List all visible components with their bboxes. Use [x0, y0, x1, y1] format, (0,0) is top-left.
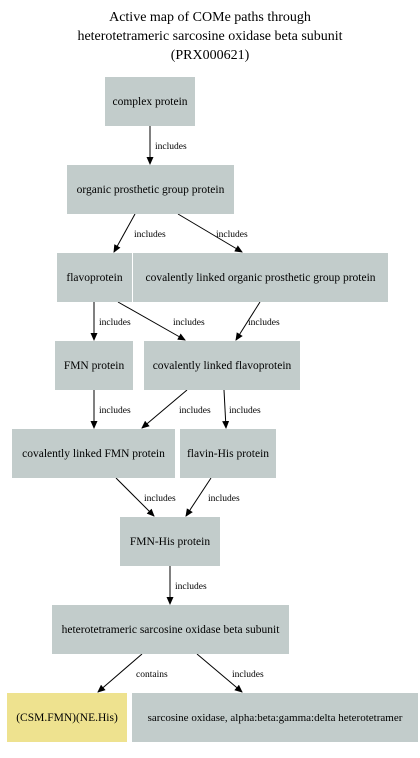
edge-label: contains	[136, 670, 168, 680]
edge-line-organic-to-flavoprotein	[113, 213, 136, 253]
node-heterotetrameric-sarcosine-oxidase-beta-subunit[interactable]: heterotetrameric sarcosine oxidase beta …	[52, 605, 289, 654]
title-line-2: heterotetrameric sarcosine oxidase beta …	[77, 29, 343, 44]
edge-line-flavoprotein-to-cov-flavo	[117, 301, 186, 341]
node-flavoprotein[interactable]: flavoprotein	[57, 253, 132, 302]
node-label: covalently linked organic prosthetic gro…	[145, 271, 376, 284]
edge-line-organic-to-cov-organic	[177, 213, 243, 253]
node-covalently-linked-organic-prosthetic-group-protein[interactable]: covalently linked organic prosthetic gro…	[133, 253, 388, 302]
node-label: FMN protein	[63, 359, 125, 372]
title-line-1: Active map of COMe paths through	[109, 10, 311, 25]
node-label: flavoprotein	[66, 271, 123, 284]
node-csm-fmn-ne-his[interactable]: (CSM.FMN)(NE.His)	[7, 693, 127, 742]
edge-line-cov-flavo-to-cov-fmn	[141, 389, 188, 429]
edge-line-cov-organic-to-cov-flavo	[235, 301, 261, 341]
node-fmn-protein[interactable]: FMN protein	[55, 341, 133, 390]
node-sarcosine-oxidase-heterotetramer[interactable]: sarcosine oxidase, alpha:beta:gamma:delt…	[132, 693, 418, 742]
diagram-title: Active map of COMe paths through heterot…	[0, 8, 420, 65]
node-label: FMN-His protein	[129, 535, 211, 548]
edge-line-flavin-his-to-fmn-his	[185, 477, 212, 517]
edge-line-cov-fmn-to-fmn-his	[115, 477, 155, 517]
edge-label: includes	[155, 142, 187, 152]
node-flavin-his-protein[interactable]: flavin-His protein	[180, 429, 276, 478]
edge-label: includes	[99, 406, 131, 416]
edge-line-cov-flavo-to-flavin-his	[222, 389, 230, 429]
title-line-3: (PRX000621)	[170, 48, 250, 63]
node-label: heterotetrameric sarcosine oxidase beta …	[61, 623, 280, 636]
node-label: covalently linked FMN protein	[22, 447, 165, 460]
edge-label: includes	[144, 494, 176, 504]
edge-label: includes	[232, 670, 264, 680]
node-label: (CSM.FMN)(NE.His)	[16, 711, 118, 724]
node-complex-protein[interactable]: complex protein	[105, 77, 195, 126]
edge-label: includes	[179, 406, 211, 416]
edge-line-hso-beta-to-csm	[97, 653, 143, 693]
edge-label: includes	[216, 230, 248, 240]
edge-label: includes	[229, 406, 261, 416]
node-organic-prosthetic-group-protein[interactable]: organic prosthetic group protein	[67, 165, 234, 214]
node-covalently-linked-flavoprotein[interactable]: covalently linked flavoprotein	[144, 341, 300, 390]
edge-line-hso-beta-to-sarcosine	[196, 653, 243, 693]
node-label: complex protein	[112, 95, 188, 108]
edge-label: includes	[134, 230, 166, 240]
edge-label: includes	[248, 318, 280, 328]
edge-label: includes	[173, 318, 205, 328]
node-label: flavin-His protein	[186, 447, 270, 460]
edge-label: includes	[208, 494, 240, 504]
node-label: sarcosine oxidase, alpha:beta:gamma:delt…	[147, 711, 403, 724]
node-label: covalently linked flavoprotein	[152, 359, 292, 372]
edge-label: includes	[99, 318, 131, 328]
node-fmn-his-protein[interactable]: FMN-His protein	[120, 517, 220, 566]
node-covalently-linked-fmn-protein[interactable]: covalently linked FMN protein	[12, 429, 175, 478]
edge-label: includes	[175, 582, 207, 592]
node-label: organic prosthetic group protein	[76, 183, 225, 196]
